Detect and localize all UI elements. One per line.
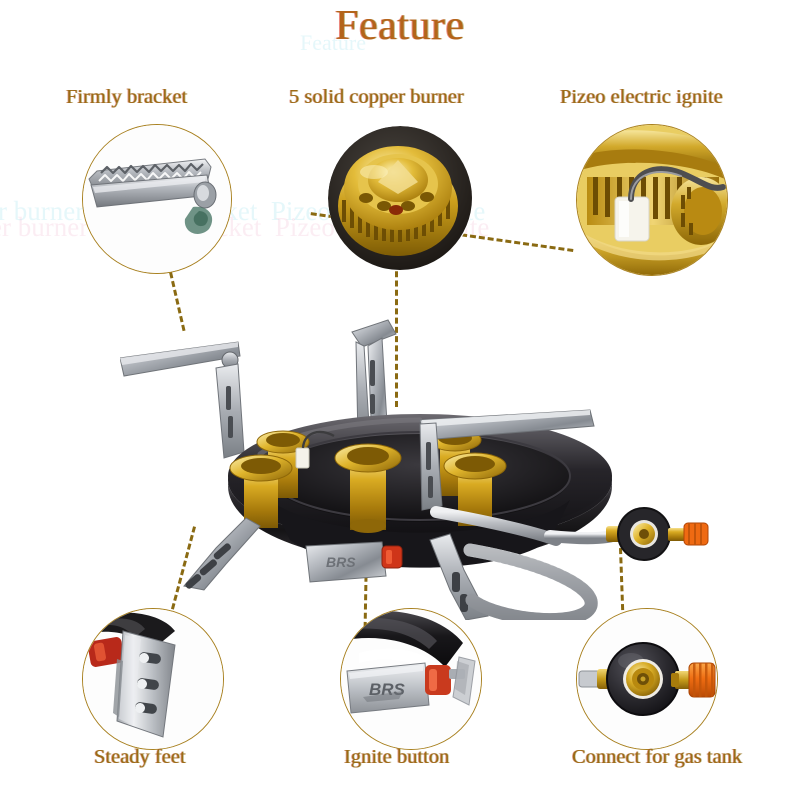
- svg-text:BRS: BRS: [326, 554, 356, 570]
- page-title: Feature: [335, 3, 465, 49]
- bubble-ignite-button: BRS: [340, 608, 482, 750]
- piezo-igniter-electrode-icon: [577, 125, 727, 275]
- burner-bowl: [228, 414, 612, 568]
- igniter-electrode: [295, 430, 335, 469]
- serrated-pot-support-bracket-icon: [83, 125, 231, 273]
- bubble-copper-burner: [328, 126, 473, 271]
- brass-burner-head-icon: [328, 126, 472, 270]
- product-stove-illustration: BRS: [120, 319, 709, 620]
- gas-tank-regulator-valve-icon: [577, 609, 717, 749]
- slotted-stove-leg-icon: [83, 609, 223, 749]
- label-firmly-bracket: Firmly bracket: [66, 86, 188, 108]
- label-steady-feet: Steady feet: [94, 746, 186, 768]
- red-ignition-button-icon: BRS: [341, 609, 481, 749]
- label-copper-burner: 5 solid copper burner: [289, 86, 464, 108]
- pot-support-arm-left: [120, 341, 245, 459]
- label-ignite-button: Ignite button: [344, 746, 450, 768]
- regulator-valve: [606, 507, 709, 561]
- bubble-firmly-bracket: [82, 124, 232, 274]
- pot-support-arm-right: [419, 409, 595, 511]
- bubble-steady-feet: [82, 608, 224, 750]
- label-piezo-ignite: Pizeo electric ignite: [560, 86, 723, 108]
- label-gas-connector: Connect for gas tank: [572, 746, 743, 768]
- bubble-gas-connector: [576, 608, 718, 750]
- bubble-piezo-ignite: [576, 124, 728, 276]
